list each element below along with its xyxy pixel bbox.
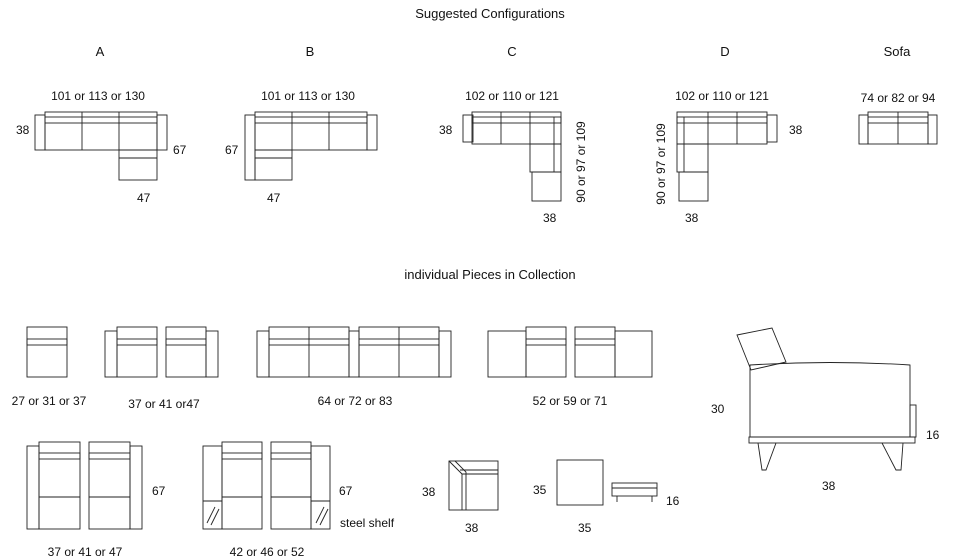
config-c-letter: C bbox=[507, 44, 517, 59]
ottoman-side-size: 35 bbox=[533, 483, 547, 497]
config-sofa-title: Sofa bbox=[883, 44, 911, 59]
bench-height: 16 bbox=[666, 494, 680, 508]
piece-loveseat-extended bbox=[487, 326, 653, 378]
config-c-width: 102 or 110 or 121 bbox=[465, 89, 559, 103]
steel-shelf-note: steel shelf bbox=[340, 516, 395, 530]
two-loveseats-width: 64 or 72 or 83 bbox=[317, 394, 393, 408]
config-d-depth: 38 bbox=[789, 123, 803, 137]
config-b-letter: B bbox=[305, 44, 315, 59]
config-c-drawing bbox=[462, 111, 562, 202]
chaise-pair-length: 67 bbox=[152, 484, 166, 498]
piece-two-loveseats bbox=[256, 326, 452, 378]
config-b-depth: 67 bbox=[225, 143, 239, 157]
config-d-return-length: 90 or 97 or 109 bbox=[654, 123, 668, 205]
piece-side-elevation bbox=[736, 327, 917, 471]
config-d-drawing bbox=[676, 111, 778, 202]
config-b-drawing bbox=[244, 111, 378, 181]
config-a-letter: A bbox=[95, 44, 105, 59]
loveseat-extended-width: 52 or 59 or 71 bbox=[532, 394, 608, 408]
config-a-width: 101 or 113 or 130 bbox=[51, 89, 145, 103]
piece-corner bbox=[448, 460, 499, 511]
side-elevation-arm-height: 16 bbox=[926, 428, 940, 442]
config-d-return-depth: 38 bbox=[685, 211, 699, 225]
side-elevation-height: 30 bbox=[711, 402, 725, 416]
two-chairs-width: 37 or 41 or47 bbox=[128, 397, 200, 411]
armless-chair-width: 27 or 31 or 37 bbox=[11, 394, 87, 408]
config-a-chaise-length: 67 bbox=[173, 143, 187, 157]
side-elevation-depth: 38 bbox=[822, 479, 836, 493]
config-a-chaise-width: 47 bbox=[137, 191, 151, 205]
config-b-width: 101 or 113 or 130 bbox=[261, 89, 355, 103]
piece-two-chairs bbox=[104, 326, 219, 378]
piece-ottoman bbox=[556, 459, 604, 506]
piece-chaise-pair bbox=[26, 441, 143, 530]
chaise-pair-width: 37 or 41 or 47 bbox=[47, 545, 123, 559]
config-a-depth: 38 bbox=[16, 123, 30, 137]
shelf-chaise-length: 67 bbox=[339, 484, 353, 498]
piece-armless-chair bbox=[26, 326, 68, 378]
config-d-letter: D bbox=[720, 44, 730, 59]
config-b-chaise-width: 47 bbox=[267, 191, 281, 205]
shelf-chaise-width: 42 or 46 or 52 bbox=[229, 545, 305, 559]
heading-suggested-configurations: Suggested Configurations bbox=[415, 6, 565, 21]
heading-individual-pieces: individual Pieces in Collection bbox=[404, 267, 576, 282]
config-sofa-drawing bbox=[858, 111, 938, 145]
config-a-drawing bbox=[34, 111, 168, 181]
piece-shelf-chaise-pair bbox=[202, 441, 331, 530]
corner-bottom-size: 38 bbox=[465, 521, 479, 535]
config-c-return-length: 90 or 97 or 109 bbox=[574, 121, 588, 203]
ottoman-bottom-size: 35 bbox=[578, 521, 592, 535]
config-d-width: 102 or 110 or 121 bbox=[675, 89, 769, 103]
corner-side-size: 38 bbox=[422, 485, 436, 499]
config-c-depth: 38 bbox=[439, 123, 453, 137]
config-c-return-depth: 38 bbox=[543, 211, 557, 225]
piece-bench bbox=[611, 482, 658, 502]
config-sofa-width: 74 or 82 or 94 bbox=[860, 91, 936, 105]
